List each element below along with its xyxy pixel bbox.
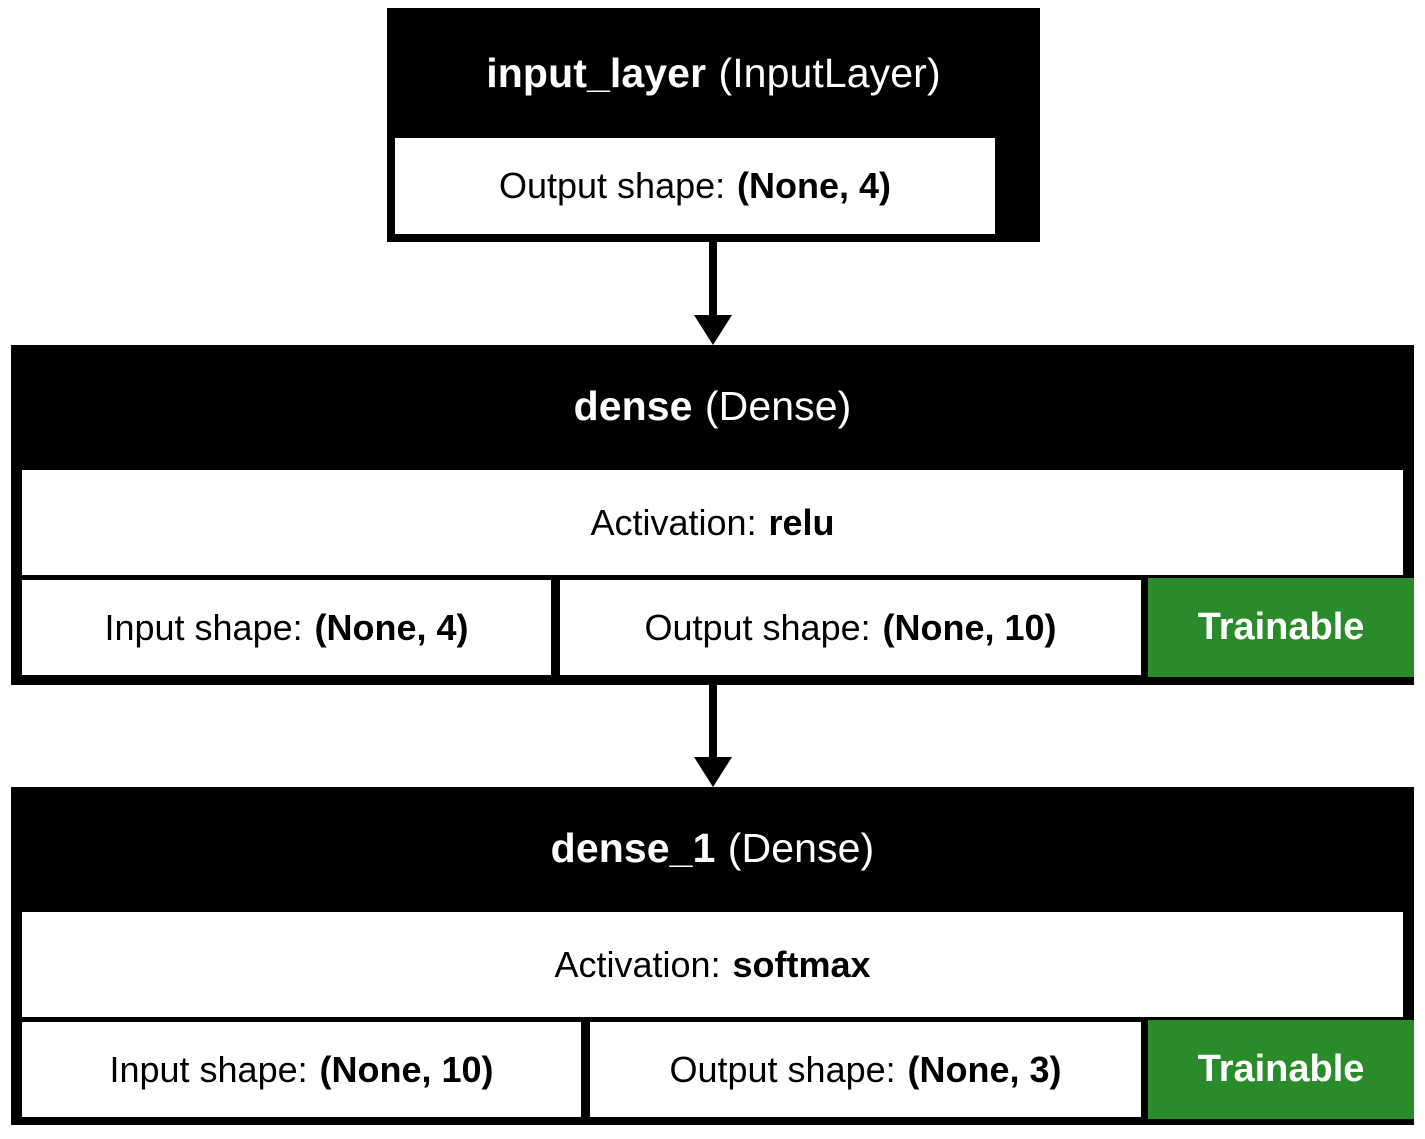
output-shape-label: Output shape: xyxy=(498,165,726,206)
layer-name: dense_1 xyxy=(550,824,716,871)
layer-class: (Dense) xyxy=(704,382,852,429)
output-shape-value: (None, 10) xyxy=(882,606,1057,648)
layer-class: (Dense) xyxy=(727,824,875,871)
edge-dense-to-dense-1 xyxy=(694,685,732,789)
layer-title-dense-1: dense_1(Dense) xyxy=(11,787,1414,909)
activation-label: Activation: xyxy=(554,943,721,985)
layer-title-input-layer: input_layer(InputLayer) xyxy=(387,8,1040,138)
layer-node-input-layer[interactable]: input_layer(InputLayer) Output shape: (No… xyxy=(387,8,1040,242)
trainable-badge: Trainable xyxy=(1148,1020,1414,1119)
input-shape-label: Input shape: xyxy=(109,1048,308,1090)
output-shape-label: Output shape: xyxy=(669,1048,896,1090)
layer-node-dense-1[interactable]: dense_1(Dense) Activation: softmax Input … xyxy=(11,787,1414,1125)
arrow-head-icon xyxy=(694,315,732,345)
output-shape-value: (None, 3) xyxy=(907,1048,1062,1090)
input-shape-value: (None, 4) xyxy=(314,606,469,648)
output-shape-cell: Output shape: (None, 10) xyxy=(560,580,1141,675)
activation-value: softmax xyxy=(732,943,871,985)
output-shape-cell: Output shape: (None, 4) xyxy=(395,138,995,234)
edge-shaft xyxy=(709,242,717,320)
layer-name: dense xyxy=(573,382,693,429)
input-shape-value: (None, 10) xyxy=(319,1048,494,1090)
activation-cell: Activation: softmax xyxy=(22,912,1403,1017)
output-shape-cell: Output shape: (None, 3) xyxy=(590,1022,1141,1117)
layer-name: input_layer xyxy=(486,49,707,96)
layer-title-dense: dense(Dense) xyxy=(11,345,1414,467)
arrow-head-icon xyxy=(694,757,732,787)
input-shape-cell: Input shape: (None, 10) xyxy=(22,1022,581,1117)
output-shape-value: (None, 4) xyxy=(737,165,892,206)
input-shape-label: Input shape: xyxy=(104,606,303,648)
input-shape-cell: Input shape: (None, 4) xyxy=(22,580,551,675)
layer-class: (InputLayer) xyxy=(718,49,941,96)
activation-cell: Activation: relu xyxy=(22,470,1403,575)
activation-value: relu xyxy=(768,501,835,543)
activation-label: Activation: xyxy=(590,501,757,543)
trainable-badge: Trainable xyxy=(1148,578,1414,677)
output-shape-label: Output shape: xyxy=(644,606,871,648)
edge-shaft xyxy=(709,685,717,762)
layer-node-dense[interactable]: dense(Dense) Activation: relu Input shape… xyxy=(11,345,1414,685)
edge-input-layer-to-dense xyxy=(694,242,732,347)
